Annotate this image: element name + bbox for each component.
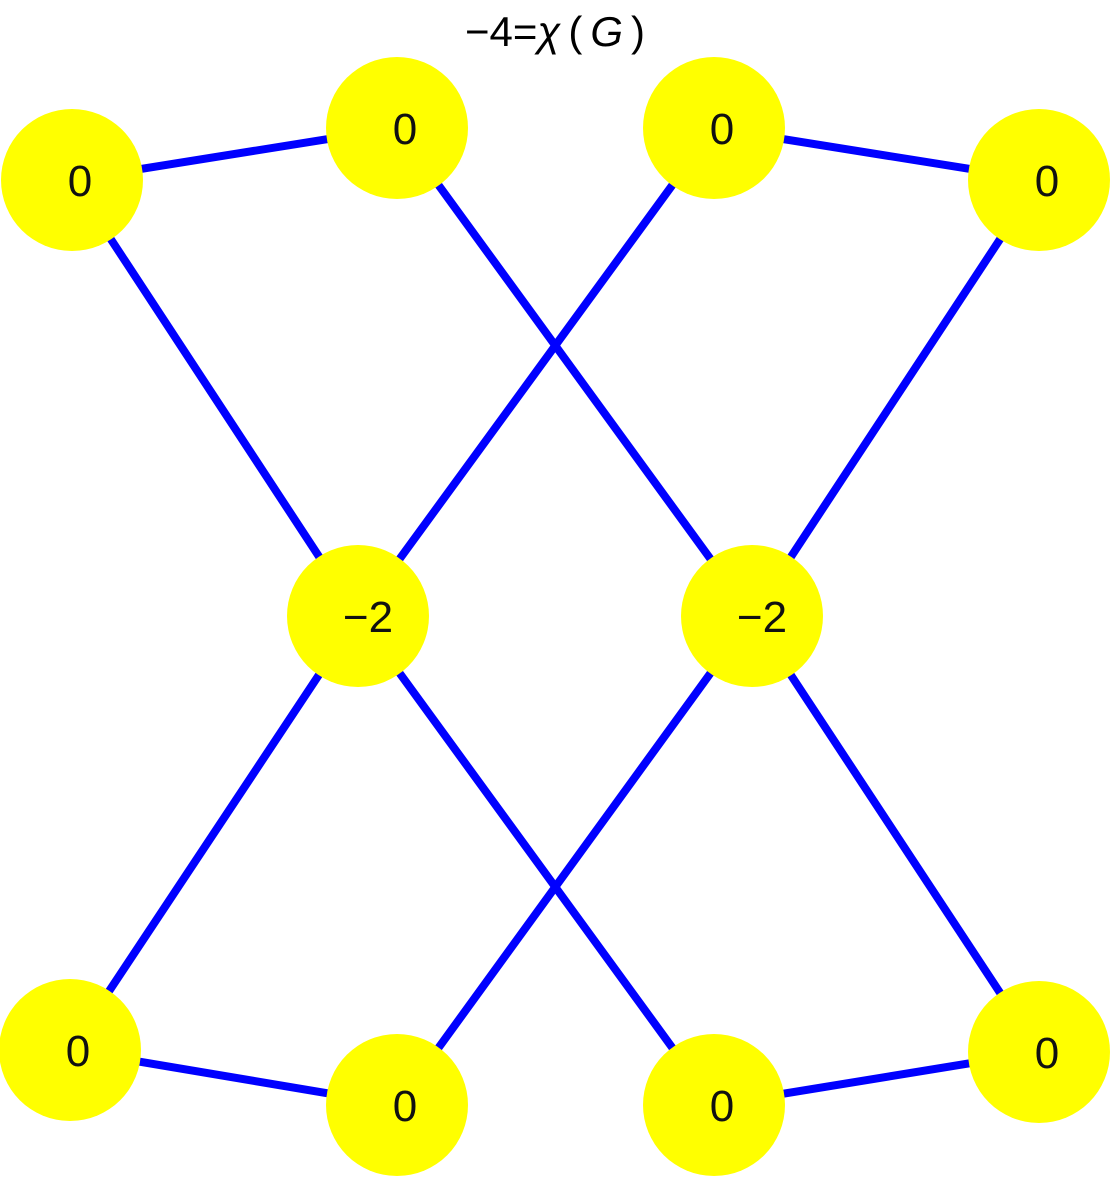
node-label: 0 [1035,1029,1059,1078]
node-label: 0 [393,1082,417,1131]
node-n-bot-1: 0 [0,979,141,1121]
edge-n-top-3-n-mid-1 [354,125,718,619]
title-close-paren: ) [631,8,645,55]
node-n-bot-2: 0 [326,1034,468,1176]
node-n-top-4: 0 [968,109,1110,251]
node-label: 0 [710,105,734,154]
nodes-layer: 0 0 0 0 −2 −2 0 0 0 0 [0,57,1110,1176]
node-circle [643,57,785,199]
title-open-paren: ( [568,8,582,55]
node-circle [968,981,1110,1123]
node-circle [643,1034,785,1176]
node-circle [1,109,143,251]
edge-n-top-4-n-mid-2 [748,177,1043,619]
node-label: 0 [1035,157,1059,206]
edge-n-mid-1-n-bot-1 [66,613,362,1053]
node-circle [968,109,1110,251]
node-n-mid-1: −2 [287,545,429,687]
node-circle [326,57,468,199]
node-n-top-1: 0 [1,109,143,251]
node-n-bot-4: 0 [968,981,1110,1123]
node-label: −2 [343,593,393,642]
node-circle [681,545,823,687]
node-n-mid-2: −2 [681,545,823,687]
node-label: 0 [66,1027,90,1076]
title-chi: χ [533,8,561,55]
node-label: −2 [737,593,787,642]
edge-n-mid-2-n-bot-4 [748,613,1043,1055]
edge-n-top-2-n-mid-2 [393,125,756,619]
node-circle [287,545,429,687]
node-label: 0 [710,1082,734,1131]
edge-n-mid-1-n-bot-3 [354,613,718,1108]
node-n-top-3: 0 [643,57,785,199]
title-prefix: −4= [465,8,537,55]
node-label: 0 [393,105,417,154]
edges-layer [66,124,1043,1109]
node-circle [0,979,141,1121]
title-graph: G [590,8,623,55]
node-n-top-2: 0 [326,57,468,199]
edge-n-mid-2-n-bot-2 [393,613,756,1108]
diagram-title: −4=χ(G) [465,8,645,55]
node-n-bot-3: 0 [643,1034,785,1176]
edge-n-top-1-n-mid-1 [68,177,362,619]
node-circle [326,1034,468,1176]
node-label: 0 [68,157,92,206]
